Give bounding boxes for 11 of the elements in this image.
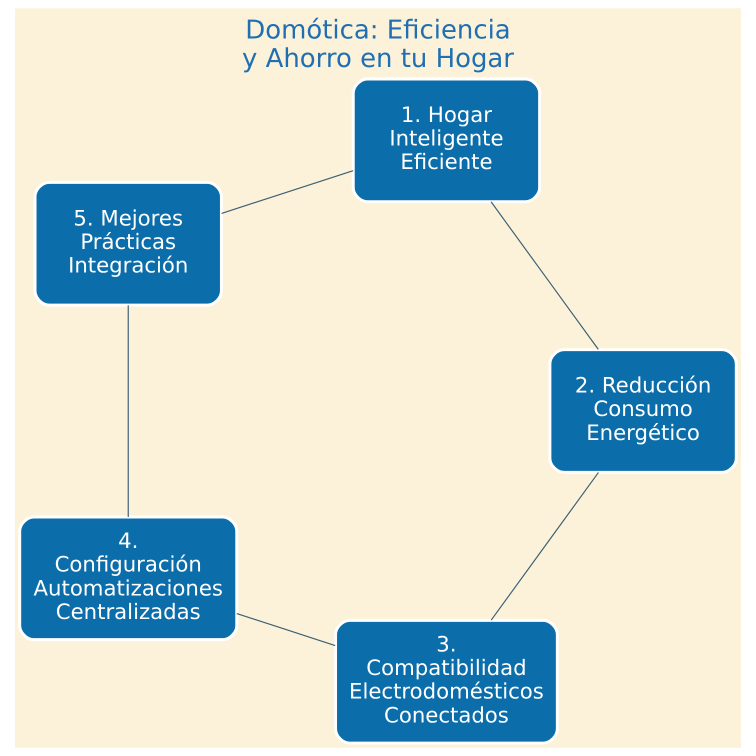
connector — [236, 613, 336, 646]
connector — [490, 201, 599, 350]
diagram-title: Domótica: Eficiencia y Ahorro en tu Hogar — [242, 15, 514, 74]
connector — [221, 170, 354, 214]
node-box: 1. Hogar Inteligente Eficiente — [352, 78, 542, 204]
node-box: 3. Compatibilidad Electrodomésticos Conectados — [334, 618, 559, 745]
connector — [128, 305, 129, 517]
node-box: 2. Reducción Consumo Energético — [548, 348, 738, 474]
connector — [490, 472, 599, 620]
node-box: 5. Mejores Prácticas Integración — [34, 180, 223, 307]
node-box: 4. Configuración Automatizaciones Centralizadas — [18, 516, 238, 642]
